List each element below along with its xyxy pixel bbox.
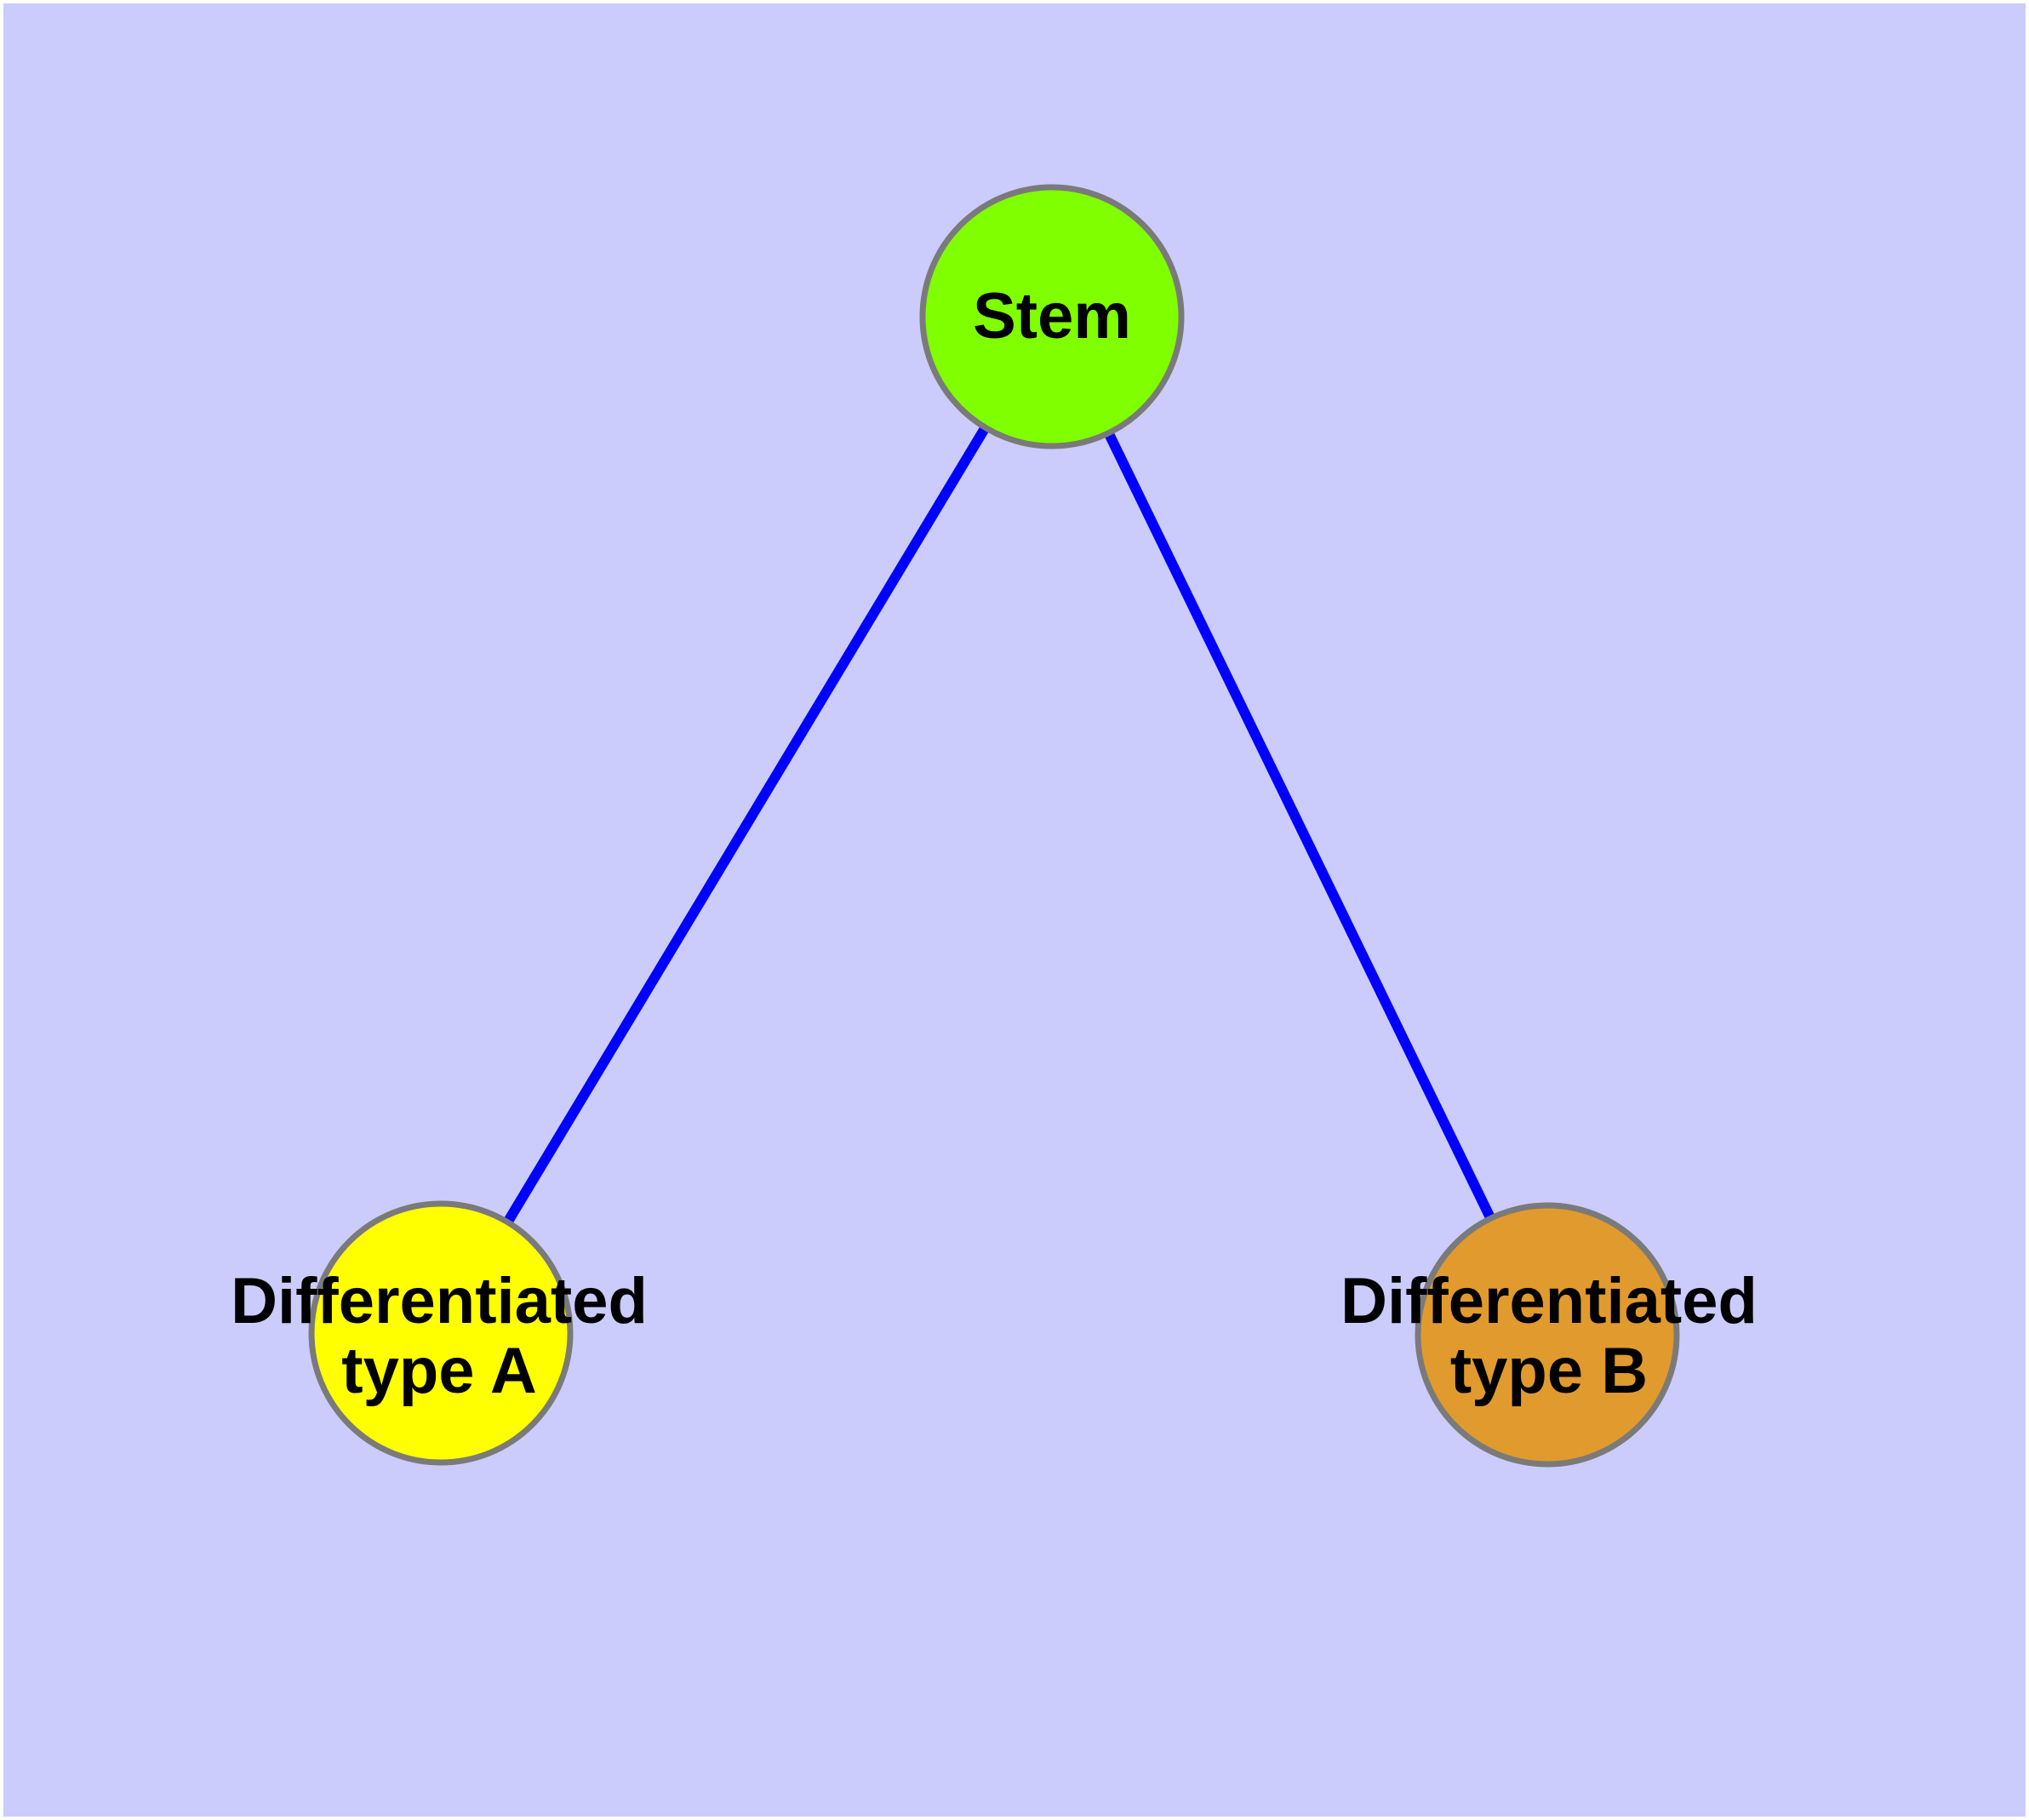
node-circle-differentiated-type-a[interactable] — [308, 1200, 574, 1466]
node-circle-differentiated-type-b[interactable] — [1415, 1202, 1680, 1468]
node-circle-stem[interactable] — [919, 184, 1185, 449]
edge-stem-to-differentiated-type-a — [503, 425, 990, 1225]
edge-stem-to-differentiated-type-b — [1104, 431, 1495, 1221]
